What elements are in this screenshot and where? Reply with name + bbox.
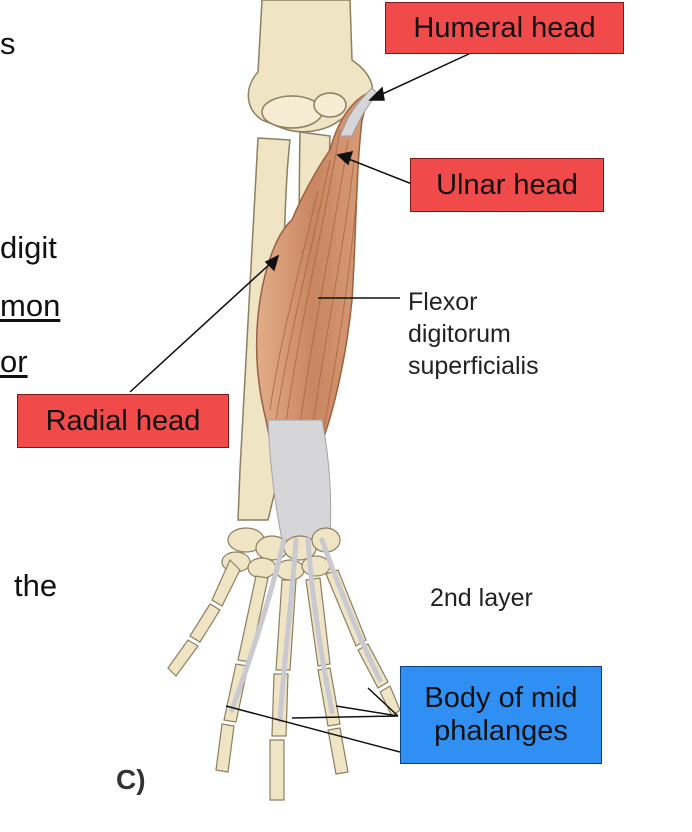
insertion-line-1: Body of mid — [424, 681, 578, 714]
slide-text-fragment-5: the — [14, 568, 58, 603]
humeral-head-text: Humeral head — [413, 11, 596, 44]
insertion-line-2: phalanges — [434, 715, 568, 747]
radial-head-label: Radial head — [17, 394, 229, 448]
humerus-bone — [247, 0, 374, 133]
humeral-head-label: Humeral head — [385, 2, 624, 54]
insertion-label: Body of mid phalanges — [400, 666, 602, 764]
muscle-name-label: Flexor digitorum superficialis — [408, 286, 539, 382]
thumb-bones — [167, 558, 241, 677]
finger-tendons — [229, 537, 383, 723]
flexor-digitorum-superficialis-muscle — [255, 90, 372, 453]
panel-letter: C) — [116, 764, 146, 795]
radial-head-text: Radial head — [45, 404, 201, 437]
slide-text-fragment-2: digit — [0, 230, 57, 265]
tendon-sheet — [267, 419, 332, 541]
slide-text-fragment-4: or — [0, 344, 28, 379]
ulnar-head-label: Ulnar head — [410, 158, 604, 212]
slide-text-fragment-3: mon — [0, 288, 61, 323]
muscle-name-line-3: superficialis — [408, 352, 539, 380]
muscle-name-line-1: Flexor — [408, 288, 478, 316]
leader-lines — [129, 45, 487, 753]
humeral-head-tendon — [339, 87, 379, 137]
layer-caption: 2nd layer — [430, 584, 533, 612]
finger-bones — [215, 569, 401, 801]
slide-text-fragment-1: s — [0, 26, 16, 61]
muscle-name-line-2: digitorum — [408, 320, 511, 348]
ulnar-head-text: Ulnar head — [436, 168, 578, 201]
